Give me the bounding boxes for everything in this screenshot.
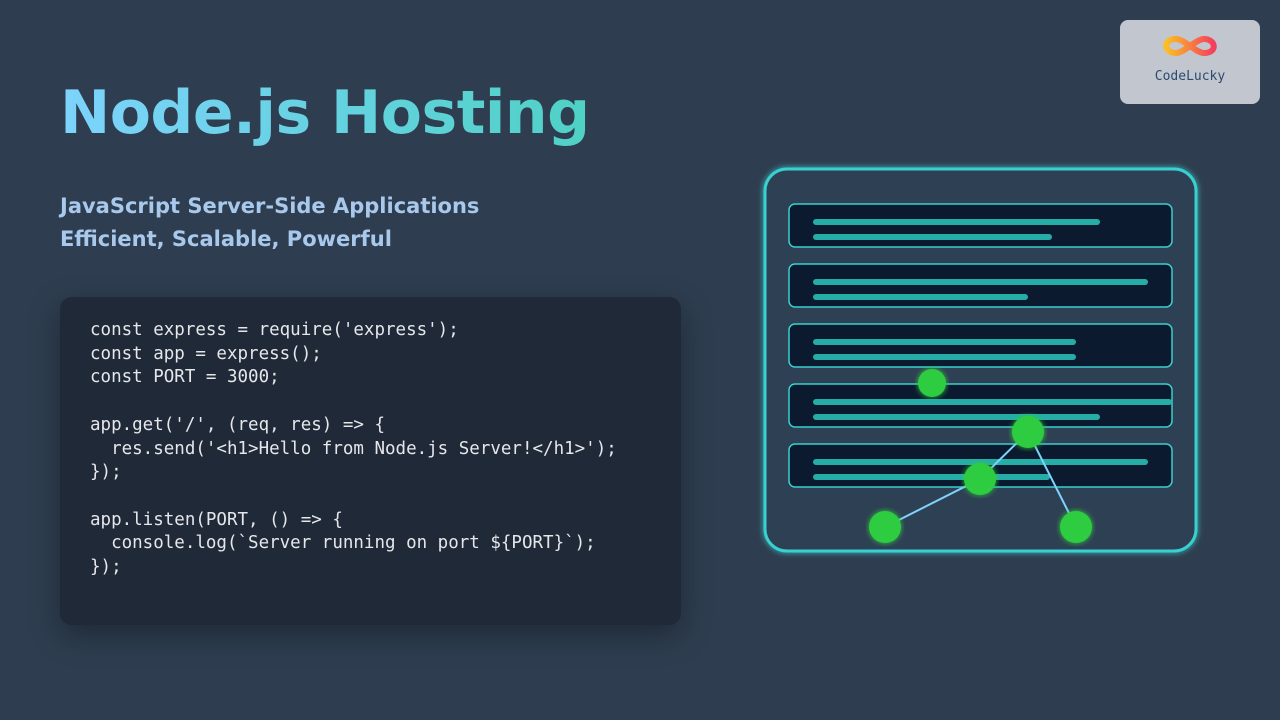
subtitle-line-1: JavaScript Server-Side Applications xyxy=(60,194,480,218)
network-node xyxy=(1060,511,1092,543)
server-row xyxy=(788,323,1173,368)
code-line: const app = express(); xyxy=(90,343,322,364)
subtitle-line-2: Efficient, Scalable, Powerful xyxy=(60,227,392,251)
code-line: app.get('/', (req, res) => { xyxy=(90,414,386,435)
page-title: Node.js Hosting xyxy=(60,78,590,148)
server-row xyxy=(788,383,1173,428)
code-line: }); xyxy=(90,557,122,578)
code-text: const express = require('express'); cons… xyxy=(90,319,617,580)
network-node xyxy=(869,511,901,543)
code-line: const express = require('express'); xyxy=(90,320,459,340)
code-block: const express = require('express'); cons… xyxy=(60,297,681,625)
code-line: console.log(`Server running on port ${PO… xyxy=(111,533,596,554)
server-row xyxy=(788,203,1173,248)
code-line: res.send('<h1>Hello from Node.js Server!… xyxy=(111,438,617,459)
code-line: app.listen(PORT, () => { xyxy=(90,509,343,530)
code-line: const PORT = 3000; xyxy=(90,367,280,388)
connection-line xyxy=(884,430,1077,528)
server-row xyxy=(788,263,1173,308)
logo-text: CodeLucky xyxy=(1154,69,1226,84)
codelucky-logo: CodeLucky xyxy=(1120,20,1260,104)
network-node xyxy=(964,463,996,495)
code-line: }); xyxy=(90,462,122,483)
network-node xyxy=(1012,416,1044,448)
infinity-logo-icon xyxy=(1163,35,1217,57)
network-node xyxy=(918,369,946,397)
